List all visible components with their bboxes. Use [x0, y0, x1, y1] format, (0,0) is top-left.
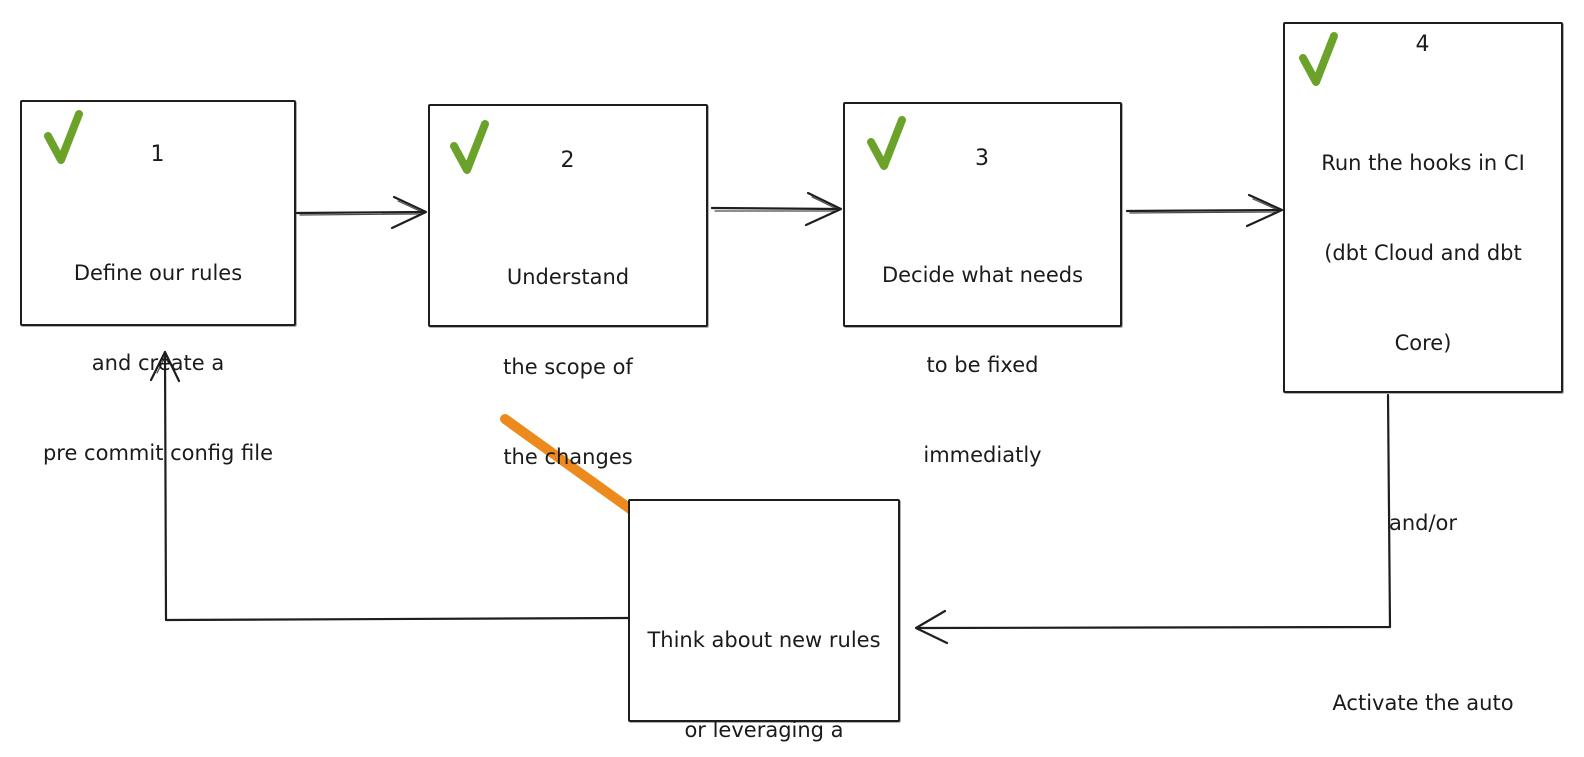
- feedback-box: Think about new rules or leveraging a SQ…: [628, 499, 900, 742]
- checkmark-icon: [44, 110, 83, 164]
- checkmark-icon: [867, 116, 906, 170]
- step-text: Understand the scope of the changes: [503, 265, 633, 469]
- arrow-step2-to-step3: [710, 191, 843, 227]
- step-box-4: 4 Run the hooks in CI (dbt Cloud and dbt…: [1283, 22, 1563, 715]
- step-number: 1: [150, 142, 166, 167]
- checkmark-icon: [450, 120, 489, 174]
- step-text: Define our rules and create a pre commit…: [42, 261, 274, 465]
- step-text: Run the hooks in CI (dbt Cloud and dbt C…: [1321, 151, 1525, 715]
- checkmark-icon: [1299, 32, 1338, 86]
- step-box-2: 2 Understand the scope of the changes: [428, 104, 708, 469]
- step-box-1: 1 Define our rules and create a pre comm…: [20, 100, 296, 465]
- feedback-text: Think about new rules or leveraging a SQ…: [647, 628, 881, 742]
- step-text: Decide what needs to be fixed immediatly: [881, 263, 1084, 467]
- step-number: 2: [560, 148, 576, 173]
- step-number: 4: [1415, 32, 1431, 57]
- arrow-step3-to-step4: [1125, 193, 1284, 228]
- step-number: 3: [975, 146, 990, 171]
- step-box-3: 3 Decide what needs to be fixed immediat…: [843, 102, 1122, 467]
- arrow-step1-to-step2: [295, 195, 428, 230]
